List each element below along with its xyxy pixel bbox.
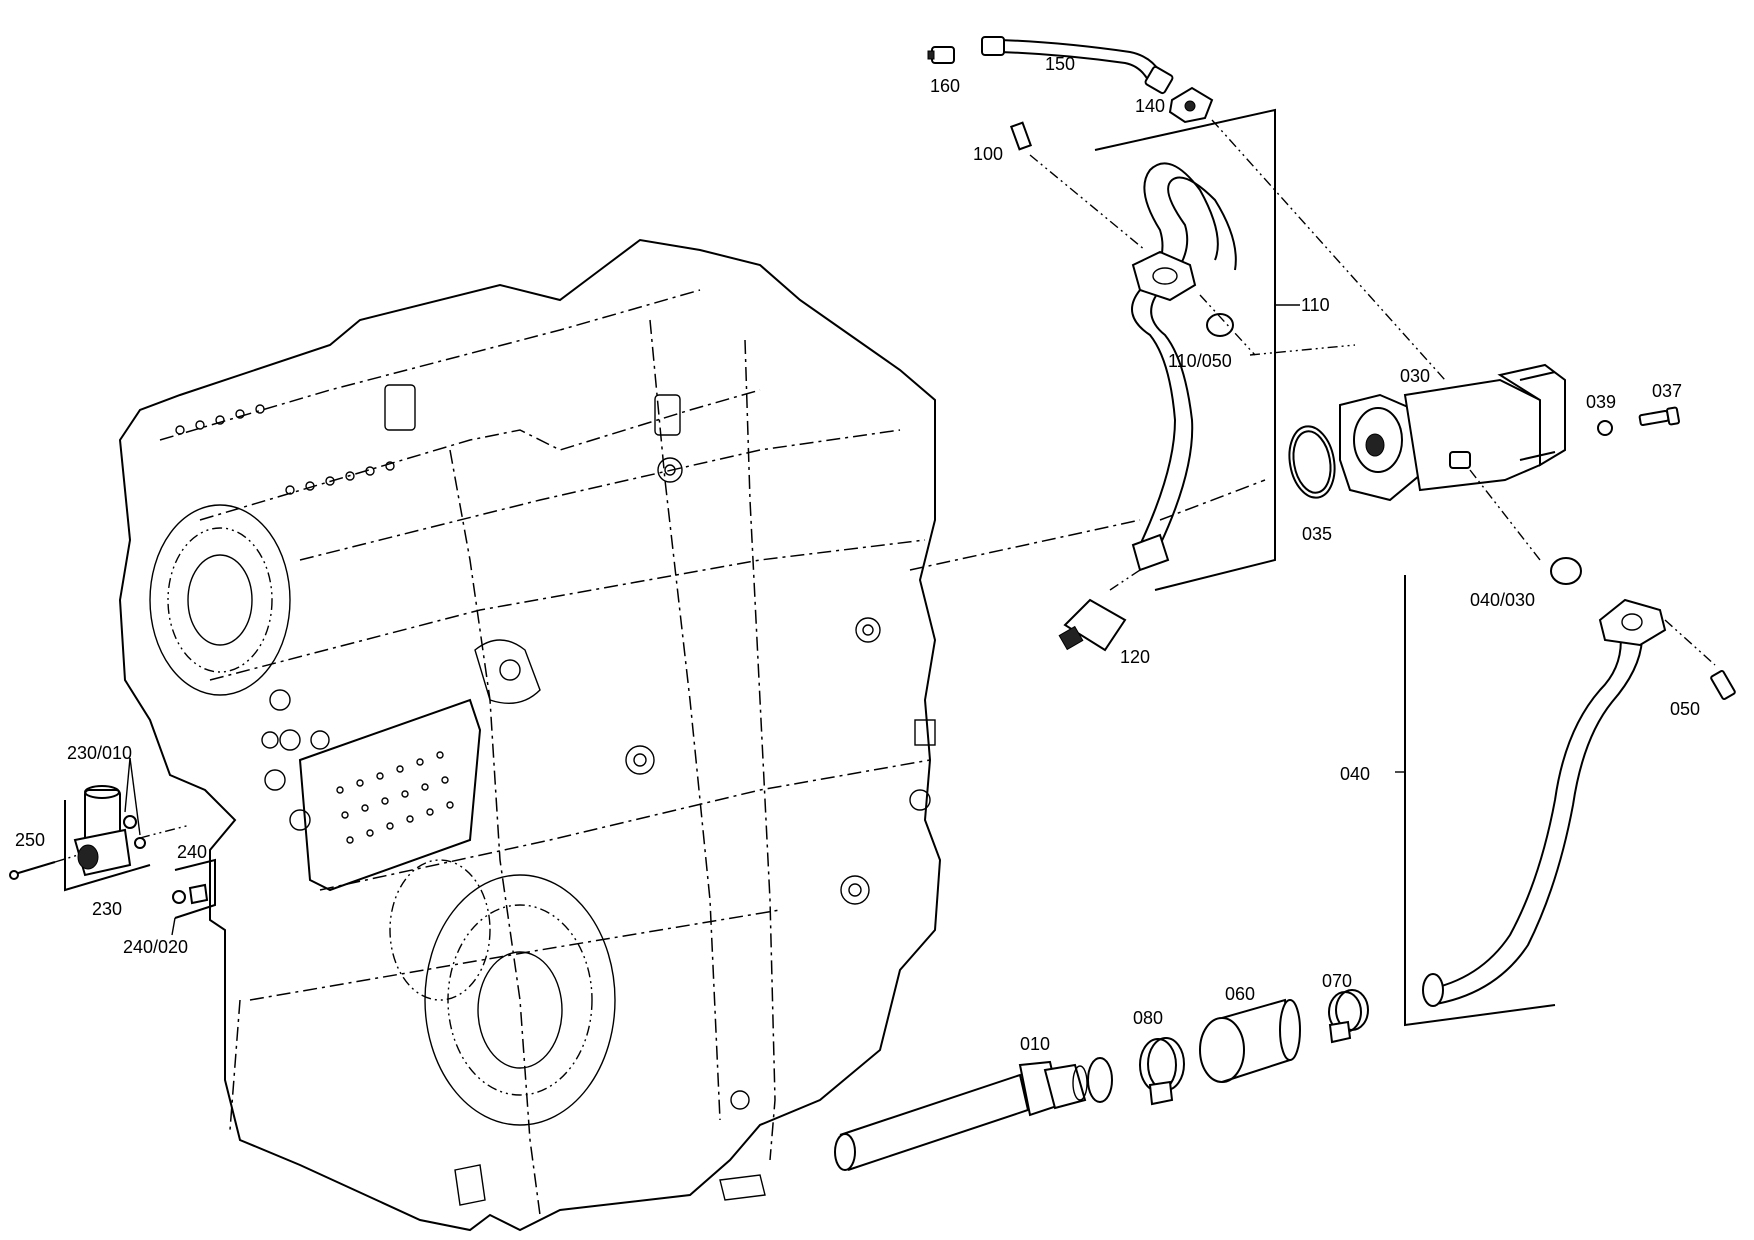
label-040-030: 040/030 xyxy=(1470,590,1535,610)
pipe-110-group xyxy=(1009,108,1356,652)
label-230: 230 xyxy=(92,899,122,919)
bolt-250 xyxy=(9,861,56,880)
label-110-050: 110/050 xyxy=(1168,351,1232,371)
fitting-160 xyxy=(927,46,955,64)
label-030: 030 xyxy=(1400,366,1430,386)
label-035: 035 xyxy=(1302,524,1332,544)
label-230-010: 230/010 xyxy=(67,743,132,763)
fitting-140 xyxy=(1168,86,1214,124)
bolt-100 xyxy=(1009,121,1033,151)
label-040: 040 xyxy=(1340,764,1370,784)
pipe-150 xyxy=(981,36,1174,95)
plug-240-group xyxy=(171,858,216,936)
label-050: 050 xyxy=(1670,699,1700,719)
hose-060 xyxy=(1199,998,1301,1083)
solenoid-valve-230-group xyxy=(9,757,191,892)
o-ring-110-050 xyxy=(1206,313,1234,337)
pipe-040-group xyxy=(1395,557,1736,1027)
hose-clamp-080 xyxy=(1139,1037,1185,1106)
label-120: 120 xyxy=(1120,647,1150,667)
control-valve-plate xyxy=(298,698,482,892)
label-240-020: 240/020 xyxy=(123,937,188,957)
part-labels: 160 150 140 100 110 110/050 030 039 037 … xyxy=(15,54,1700,1054)
label-037: 037 xyxy=(1652,381,1682,401)
label-070: 070 xyxy=(1322,971,1352,991)
washer-039 xyxy=(1597,420,1613,436)
label-010: 010 xyxy=(1020,1034,1050,1054)
label-250: 250 xyxy=(15,830,45,850)
label-110: 110 xyxy=(1301,295,1330,315)
hydraulic-pump-030 xyxy=(1288,363,1680,561)
strainer-120 xyxy=(1058,598,1127,652)
housing-bolt-row xyxy=(175,404,395,495)
label-060: 060 xyxy=(1225,984,1255,1004)
label-160: 160 xyxy=(930,76,960,96)
bolt-050 xyxy=(1710,669,1736,701)
pipe-010 xyxy=(834,1057,1113,1171)
label-150: 150 xyxy=(1045,54,1075,74)
bolt-037 xyxy=(1638,406,1680,427)
label-039: 039 xyxy=(1586,392,1616,412)
label-080: 080 xyxy=(1133,1008,1163,1028)
transmission-housing xyxy=(118,238,1266,1232)
hose-clamp-070 xyxy=(1328,989,1369,1044)
label-240: 240 xyxy=(177,842,207,862)
label-100: 100 xyxy=(973,144,1003,164)
o-ring-035 xyxy=(1288,425,1336,499)
o-ring-040-030 xyxy=(1550,557,1582,585)
label-140: 140 xyxy=(1135,96,1165,116)
